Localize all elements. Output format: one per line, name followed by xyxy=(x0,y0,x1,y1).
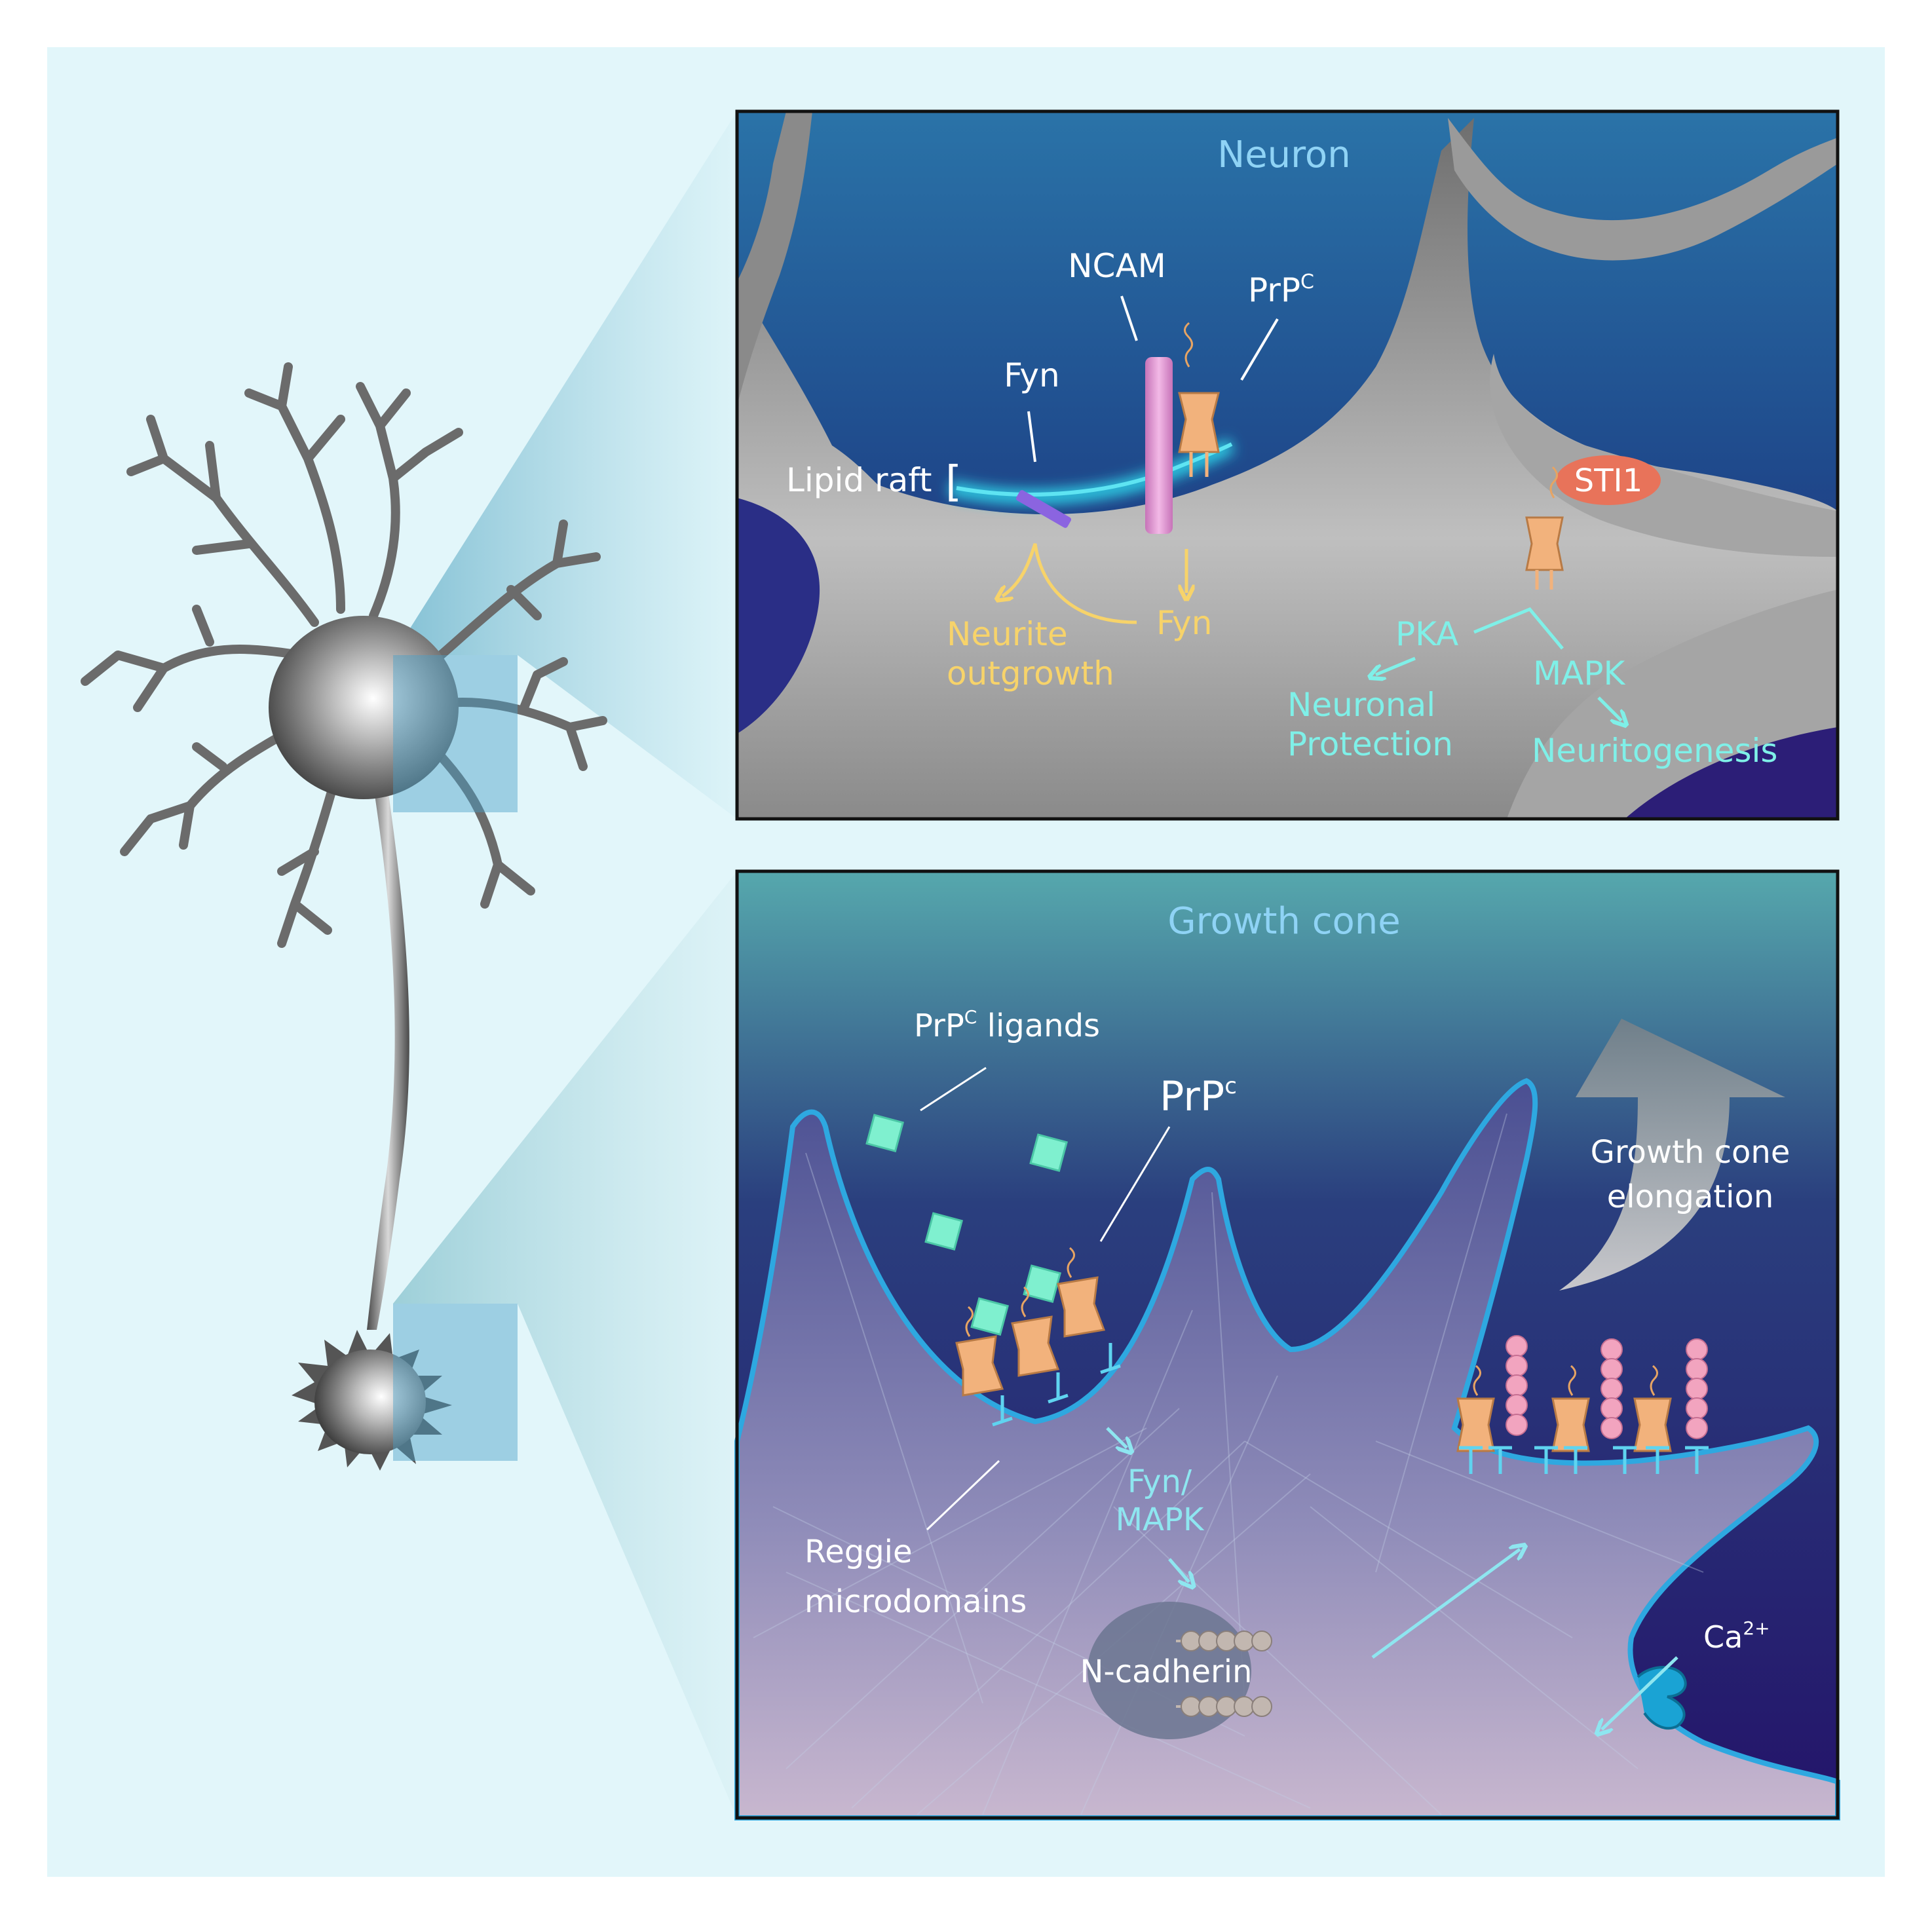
sti1-complex: STI1 xyxy=(1525,455,1661,590)
fyn-molecule xyxy=(1015,490,1072,528)
ligand xyxy=(924,1212,964,1251)
ncam-pointer xyxy=(1120,295,1138,341)
fyn-bottom-label: Fyn xyxy=(1156,604,1212,642)
pka-label: PKA xyxy=(1395,615,1458,653)
neuron-panel-left-blob xyxy=(737,498,820,734)
prpc-protein-top xyxy=(1178,322,1220,477)
lipid-raft-label: Lipid raft xyxy=(786,461,932,499)
prpc-cadherin-cluster xyxy=(1456,1335,1709,1474)
neuron-panel-border xyxy=(735,109,1840,821)
calcium-label: Ca2+ xyxy=(1703,1617,1770,1655)
axon xyxy=(367,780,409,1330)
growth-panel-border xyxy=(735,869,1840,1820)
sti1-label: STI1 xyxy=(1574,462,1642,499)
zoom-wedge-growth-cone xyxy=(393,871,737,1818)
prpc-proteins-left xyxy=(955,1276,1106,1397)
neurite-arrow xyxy=(1002,543,1137,624)
fyn-label: Fyn xyxy=(1004,356,1059,394)
pka-arrow xyxy=(1376,656,1416,675)
prpc-ligands xyxy=(865,1114,1069,1336)
calcium-channel xyxy=(1602,1656,1687,1729)
prpc-pointer xyxy=(1240,318,1279,381)
ligand xyxy=(1029,1133,1069,1173)
neuritogenesis-label: Neuritogenesis xyxy=(1532,732,1777,770)
distal-growth-cone xyxy=(292,1330,452,1471)
growth-elongation-arrow xyxy=(1559,1019,1785,1291)
zoom-wedge-neuron xyxy=(393,111,737,819)
fyn-mapk-label: Fyn/MAPK xyxy=(1116,1463,1205,1538)
calcium-arrow xyxy=(1602,1656,1678,1729)
prpc-ligands-label: PrPC ligands xyxy=(914,1006,1100,1044)
reggie-receptors-left xyxy=(992,1343,1121,1427)
fyn-mapk-arrow-2 xyxy=(1168,1558,1189,1582)
dendrites xyxy=(81,362,607,948)
membrane-line xyxy=(956,442,1233,497)
zoom-box-neuron xyxy=(393,655,518,812)
neuron-cell xyxy=(81,362,607,1471)
n-cadherin-beads-top xyxy=(1176,1631,1272,1651)
n-cadherin-vesicle: N-cadherin xyxy=(1080,1602,1272,1739)
ncam-molecule xyxy=(1145,357,1173,534)
growth-panel-title: Growth cone xyxy=(1167,900,1401,943)
pka-mapk-branch xyxy=(1473,607,1564,650)
neuron-panel-right-dendrite xyxy=(1448,118,1838,261)
ligand xyxy=(970,1297,1010,1336)
prpc-bottom-label: PrPc xyxy=(1160,1072,1237,1120)
prpc-label: PrPC xyxy=(1248,271,1314,309)
reggie-pointer xyxy=(926,1460,1000,1531)
ligand-pointer xyxy=(920,1066,987,1112)
prpc-tails-left xyxy=(965,1247,1075,1337)
mapk-arrow xyxy=(1597,696,1621,721)
neuron-panel-title: Neuron xyxy=(1217,134,1350,176)
cell-body xyxy=(269,616,459,799)
neuron-panel-bottom-right-blob xyxy=(1625,727,1838,819)
cadherin-bead-chains xyxy=(1506,1335,1708,1439)
fyn-pointer xyxy=(1027,411,1036,462)
fyn-mapk-arrow-1 xyxy=(1106,1427,1127,1448)
growth-cone-body xyxy=(734,1078,1840,1820)
zoom-box-growth-cone xyxy=(393,1304,518,1461)
n-cadherin-beads-bottom xyxy=(1176,1696,1272,1717)
neuron-panel-cell-body xyxy=(737,118,1838,819)
reggie-receptors-right xyxy=(1459,1446,1709,1474)
mapk-label: MAPK xyxy=(1533,654,1625,692)
n-cadherin-transport-arrow xyxy=(1371,1549,1520,1659)
neuron-panel-upper-dendrite xyxy=(737,111,812,406)
growth-cone-panel: N-cadherin xyxy=(734,869,1840,1820)
neuron-panel: Neuron NCAM PrPC Fyn Lipid raft [ Neurit… xyxy=(735,109,1840,821)
ligand xyxy=(1023,1264,1062,1304)
lipid-raft-bracket: [ xyxy=(945,458,962,506)
ncam-label: NCAM xyxy=(1068,247,1166,285)
sti1-oval xyxy=(1556,455,1661,505)
prpc-pointer-bottom xyxy=(1099,1126,1171,1242)
n-cadherin-label: N-cadherin xyxy=(1080,1653,1253,1690)
ligand xyxy=(865,1114,905,1153)
